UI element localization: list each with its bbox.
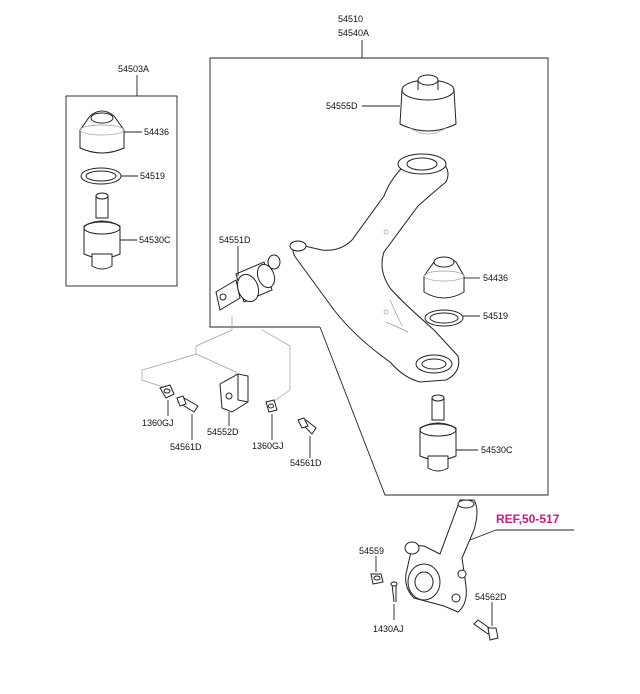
ring-right-part	[424, 309, 464, 327]
label-arm-assy: 54510	[338, 14, 363, 24]
leader-knuckle	[469, 529, 497, 541]
knuckle-bolt-part	[473, 619, 499, 641]
label-nut-mid: 1360GJ	[252, 441, 284, 451]
label-rear-bushing: 54555D	[326, 101, 358, 111]
rear-bushing-part	[399, 74, 457, 135]
cotter-pin-part	[390, 581, 398, 603]
nut-left-part	[159, 384, 175, 399]
label-knuckle-bolt: 54562D	[475, 592, 507, 602]
label-front-bushing: 54551D	[219, 235, 251, 245]
ring-left-part	[80, 167, 122, 185]
label-dust-cover-right: 54436	[483, 273, 508, 283]
ball-joint-left-part	[83, 192, 121, 270]
lower-arm-part	[289, 153, 460, 383]
ghost-guide-lines	[141, 316, 291, 405]
bracket-part	[219, 373, 249, 413]
label-bracket: 54552D	[207, 427, 239, 437]
front-bushing-part	[215, 254, 281, 311]
ball-joint-kit-frame	[65, 95, 178, 287]
label-arm-assy-alt: 54540A	[338, 28, 369, 38]
nut-mid-part	[265, 399, 278, 413]
label-cotter-pin: 1430AJ	[373, 624, 404, 634]
arm-assembly-frame	[209, 57, 549, 496]
dust-cover-right-part	[423, 256, 465, 299]
knuckle-nut-part	[370, 573, 384, 585]
dust-cover-left-part	[79, 110, 125, 154]
knuckle-part	[404, 499, 478, 613]
label-bolt-mid: 54561D	[290, 458, 322, 468]
label-dust-cover-left: 54436	[144, 127, 169, 137]
bolt-mid-part	[297, 417, 317, 435]
label-ball-joint-left: 54530C	[139, 235, 171, 245]
label-knuckle-ref: REF,50-517	[496, 512, 560, 526]
label-ring-left: 54519	[140, 171, 165, 181]
label-nut-left: 1360GJ	[142, 418, 174, 428]
label-bolt-left: 54561D	[170, 442, 202, 452]
bolt-left-part	[176, 395, 199, 413]
label-ball-joint-kit: 54503A	[118, 64, 149, 74]
label-ball-joint-right: 54530C	[481, 445, 513, 455]
ball-joint-right-part	[419, 394, 457, 472]
label-ring-right: 54519	[483, 311, 508, 321]
label-knuckle-nut: 54559	[359, 546, 384, 556]
